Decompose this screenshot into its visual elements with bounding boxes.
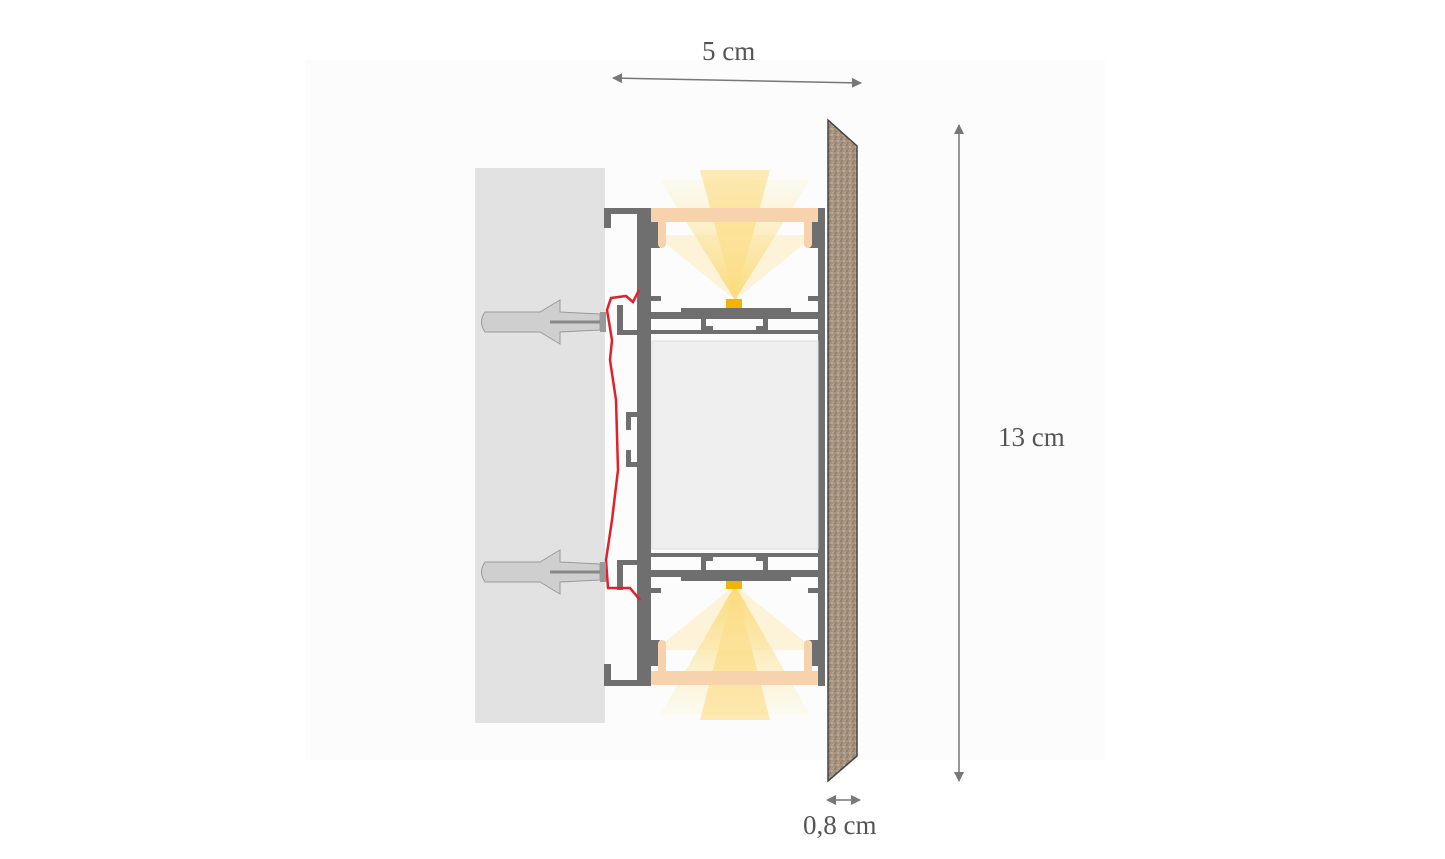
spring-clip — [604, 289, 641, 601]
diffuser-top — [651, 208, 818, 248]
led-chip-bottom — [726, 581, 742, 589]
wall — [475, 168, 605, 723]
wall-anchor-top — [481, 299, 606, 345]
decorative-panel — [827, 118, 858, 783]
panel-thickness-label: 0,8 cm — [803, 810, 877, 840]
wall-anchor-bottom — [481, 549, 606, 595]
inner-cavity — [651, 340, 819, 550]
aluminium-profile — [604, 208, 825, 686]
height-label: 13 cm — [998, 422, 1065, 452]
led-chip-top — [726, 299, 742, 308]
diffuser-bottom — [651, 640, 818, 685]
width-label: 5 cm — [702, 36, 756, 66]
width-dimension-arrow — [612, 73, 862, 88]
